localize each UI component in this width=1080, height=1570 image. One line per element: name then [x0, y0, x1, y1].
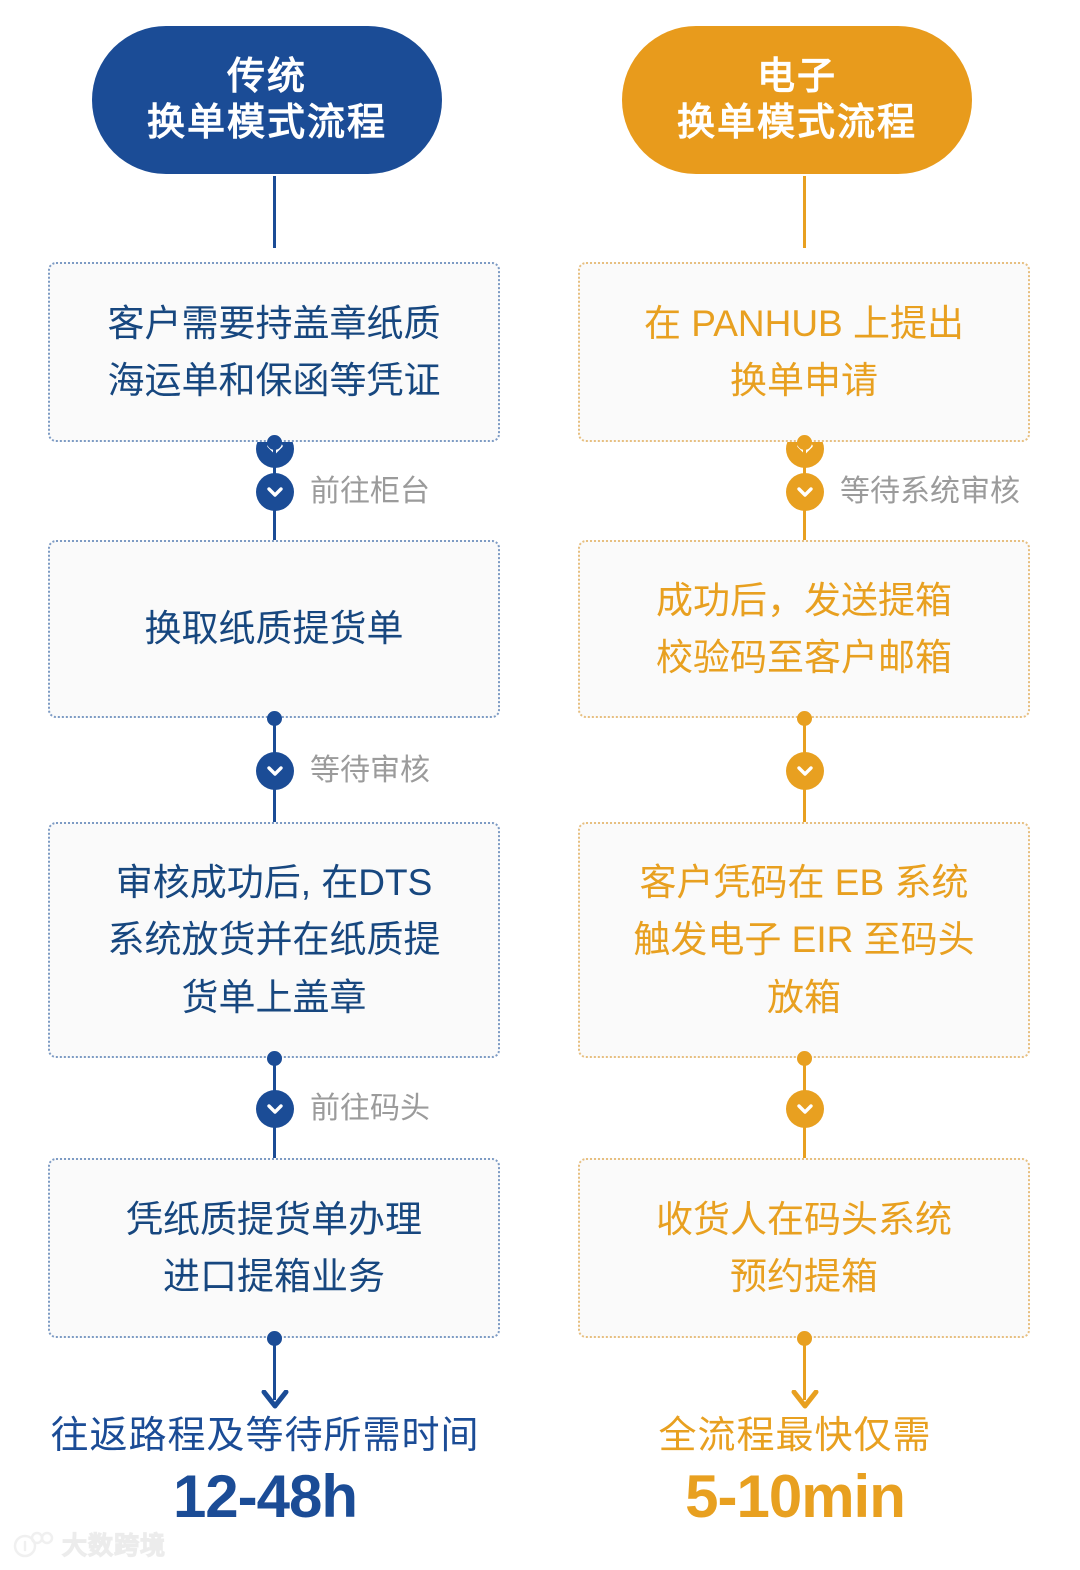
step-box-3: 客户凭码在 EB 系统 触发电子 EIR 至码头 放箱 — [578, 822, 1030, 1058]
column-header-electronic: 电子 换单模式流程 — [622, 26, 972, 174]
connector-dot — [267, 1051, 282, 1066]
final-arrow — [20, 1331, 510, 1421]
connector-dot — [797, 435, 812, 450]
summary-electronic: 全流程最快仅需 5-10min — [550, 1414, 1040, 1531]
connector-step1-to-step2: 等待系统审核 — [550, 435, 1040, 542]
chevron-down-icon — [256, 473, 294, 511]
connector-label: 前往柜台 — [310, 475, 430, 508]
header-line-2: 换单模式流程 — [676, 102, 917, 144]
connector-dot — [267, 1331, 282, 1346]
connector-step3-to-step4 — [550, 1051, 1040, 1160]
summary-caption: 往返路程及等待所需时间 — [50, 1415, 480, 1457]
flow-column-electronic: 电子 换单模式流程 在 PANHUB 上提出 换单申请 等待系统审核 成功后，发… — [550, 0, 1040, 1570]
connector-dot — [797, 1331, 812, 1346]
summary-value: 5-10min — [685, 1462, 906, 1530]
chevron-down-icon — [786, 752, 824, 790]
watermark-text: 大数跨境 — [61, 1532, 167, 1561]
connector-step2-to-step3 — [550, 711, 1040, 824]
connector-dot — [797, 1051, 812, 1066]
brand-logo-icon — [13, 1531, 54, 1558]
header-line-1: 传统 — [226, 55, 307, 98]
connector-dot — [797, 711, 812, 726]
connector-label: 前往码头 — [310, 1092, 430, 1125]
step-text: 在 PANHUB 上提出 换单申请 — [643, 302, 964, 401]
chevron-down-icon — [256, 752, 294, 790]
column-header-traditional: 传统 换单模式流程 — [92, 26, 442, 174]
connector-line — [803, 1338, 806, 1400]
step-box-4: 凭纸质提货单办理 进口提箱业务 — [48, 1158, 500, 1338]
connector-dot — [267, 435, 282, 450]
step-text: 审核成功后, 在DTS 系统放货并在纸质提 货单上盖章 — [107, 861, 441, 1018]
connector-dot — [267, 711, 282, 726]
header-line-1: 电子 — [756, 55, 837, 98]
connector-label: 等待系统审核 — [840, 475, 1020, 508]
connector-line — [273, 176, 276, 248]
chevron-down-icon — [256, 1090, 294, 1128]
step-text: 凭纸质提货单办理 进口提箱业务 — [126, 1198, 422, 1297]
summary-caption: 全流程最快仅需 — [658, 1415, 932, 1457]
chevron-down-icon — [786, 473, 824, 511]
step-box-2: 成功后，发送提箱 校验码至客户邮箱 — [578, 540, 1030, 718]
flow-column-traditional: 传统 换单模式流程 客户需要持盖章纸质 海运单和保函等凭证 前往柜台 换取纸质提… — [20, 0, 510, 1570]
step-text: 换取纸质提货单 — [144, 608, 404, 650]
step-text: 成功后，发送提箱 校验码至客户邮箱 — [656, 579, 952, 678]
connector-step3-to-step4: 前往码头 — [20, 1051, 510, 1160]
step-text: 客户凭码在 EB 系统 触发电子 EIR 至码头 放箱 — [633, 861, 975, 1018]
connector-header-to-step1 — [550, 176, 1040, 468]
step-text: 客户需要持盖章纸质 海运单和保函等凭证 — [107, 302, 441, 401]
step-box-2: 换取纸质提货单 — [48, 540, 500, 718]
connector-label: 等待审核 — [310, 754, 430, 787]
connector-step1-to-step2: 前往柜台 — [20, 435, 510, 542]
arrow-down-icon — [260, 1389, 290, 1421]
header-line-2: 换单模式流程 — [146, 102, 387, 144]
summary-value: 12-48h — [172, 1462, 358, 1530]
connector-line — [803, 176, 806, 248]
connector-line — [273, 1338, 276, 1400]
chevron-down-icon — [786, 1090, 824, 1128]
connector-step2-to-step3: 等待审核 — [20, 711, 510, 824]
step-box-4: 收货人在码头系统 预约提箱 — [578, 1158, 1030, 1338]
watermark: 大数跨境 — [12, 1526, 166, 1562]
step-box-3: 审核成功后, 在DTS 系统放货并在纸质提 货单上盖章 — [48, 822, 500, 1058]
step-box-1: 在 PANHUB 上提出 换单申请 — [578, 262, 1030, 442]
step-text: 收货人在码头系统 预约提箱 — [656, 1198, 952, 1297]
arrow-down-icon — [790, 1389, 820, 1421]
summary-traditional: 往返路程及等待所需时间 12-48h — [20, 1414, 510, 1531]
final-arrow — [550, 1331, 1040, 1421]
step-box-1: 客户需要持盖章纸质 海运单和保函等凭证 — [48, 262, 500, 442]
connector-header-to-step1 — [20, 176, 510, 468]
